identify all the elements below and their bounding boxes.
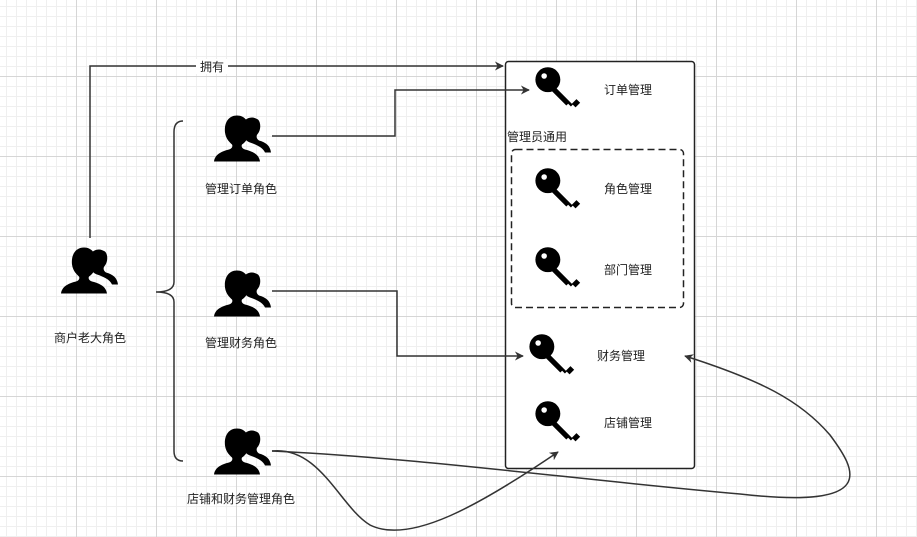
edge-order-role-to-order-mgmt <box>272 85 530 137</box>
store-finance-role-users-icon <box>214 428 271 475</box>
finance-role-label: 管理财务角色 <box>205 335 277 350</box>
edge-store-finance-to-finance-mgmt <box>271 354 851 499</box>
role-mgmt-label: 角色管理 <box>604 181 652 196</box>
edge-finance-role-to-finance-mgmt <box>272 290 524 361</box>
owner-users-icon <box>61 247 118 294</box>
owner-role-label: 商户老大角色 <box>54 330 126 345</box>
finance-mgmt-label: 财务管理 <box>597 348 645 363</box>
admin-common-group <box>510 148 685 309</box>
finance-role-users-icon <box>214 270 271 317</box>
edge-label-bg <box>196 59 228 74</box>
order-role-label: 管理订单角色 <box>205 181 277 196</box>
permission-container <box>504 60 696 470</box>
store-mgmt-label: 店铺管理 <box>604 415 652 430</box>
edge-owner-to-container <box>89 61 504 238</box>
order-mgmt-label: 订单管理 <box>604 82 652 97</box>
edge-store-finance-to-store-mgmt <box>271 450 559 531</box>
order-role-users-icon <box>214 115 271 162</box>
admin-common-label: 管理员通用 <box>507 129 567 144</box>
role-group-brace <box>155 120 184 462</box>
dept-mgmt-label: 部门管理 <box>604 262 652 277</box>
store-finance-role-label: 店铺和财务管理角色 <box>187 491 295 506</box>
edge-label-owns: 拥有 <box>200 60 224 74</box>
